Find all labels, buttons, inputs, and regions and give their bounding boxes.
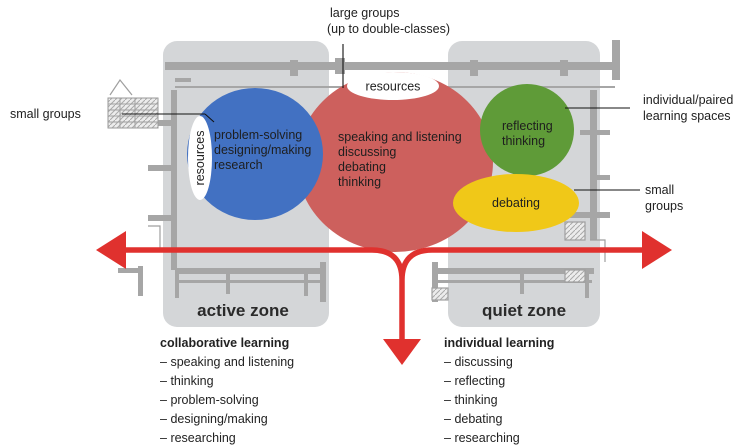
small-groups-right-sublabel: groups xyxy=(645,199,683,213)
wall-fixtures xyxy=(109,78,606,301)
staircase xyxy=(107,97,159,129)
resources-top-oval xyxy=(347,72,439,100)
right-arrowhead xyxy=(642,231,672,269)
red-text-line: thinking xyxy=(338,175,381,189)
small-groups-left-label: small groups xyxy=(10,107,81,121)
list-item: designing/making xyxy=(160,410,294,429)
small-groups-right-label: small xyxy=(645,183,674,197)
green-blob-text: reflecting thinking xyxy=(502,119,553,148)
list-item: researching xyxy=(444,429,554,448)
resources-left-label: resources xyxy=(193,131,207,186)
large-group-area xyxy=(297,72,493,252)
callout-lines xyxy=(122,44,640,191)
green-text-line: reflecting xyxy=(502,119,553,133)
blue-text-line: research xyxy=(214,158,263,172)
large-groups-label: large groups xyxy=(330,6,400,20)
large-groups-sublabel: (up to double-classes) xyxy=(327,22,450,36)
list-heading: collaborative learning xyxy=(160,336,290,350)
individual-learning-list: individual learning discussing reflectin… xyxy=(444,334,554,448)
blue-blob-text: problem-solving designing/making researc… xyxy=(214,128,311,172)
red-text-line: discussing xyxy=(338,145,396,159)
active-zone-title: active zone xyxy=(197,301,289,320)
list-item: reflecting xyxy=(444,372,554,391)
list-item: thinking xyxy=(444,391,554,410)
zone-arrows xyxy=(96,231,672,365)
list-item: discussing xyxy=(444,353,554,372)
list-item: problem-solving xyxy=(160,391,294,410)
red-text-line: speaking and listening xyxy=(338,130,462,144)
split-arrow-shaft xyxy=(118,247,648,345)
list-item: researching xyxy=(160,429,294,448)
debating-area xyxy=(453,174,579,232)
quiet-zone-title: quiet zone xyxy=(482,301,566,320)
blue-text-line: problem-solving xyxy=(214,128,302,142)
blue-text-line: designing/making xyxy=(214,143,311,157)
down-arrowhead xyxy=(383,339,421,365)
collaborative-learning-list: collaborative learning speaking and list… xyxy=(160,334,294,448)
red-blob-text: speaking and listening discussing debati… xyxy=(338,130,462,189)
red-text-line: debating xyxy=(338,160,386,174)
individual-area xyxy=(480,84,574,176)
yellow-blob-text: debating xyxy=(492,196,540,210)
green-text-line: thinking xyxy=(502,134,545,148)
list-item: debating xyxy=(444,410,554,429)
small-group-area xyxy=(187,88,323,220)
individual-sublabel: learning spaces xyxy=(643,109,731,123)
individual-label: individual/paired xyxy=(643,93,733,107)
resources-top-label: resources xyxy=(366,80,421,94)
list-heading: individual learning xyxy=(444,336,555,350)
list-item: speaking and listening xyxy=(160,353,294,372)
left-arrowhead xyxy=(96,231,126,269)
list-item: thinking xyxy=(160,372,294,391)
resources-left-oval xyxy=(188,116,212,200)
